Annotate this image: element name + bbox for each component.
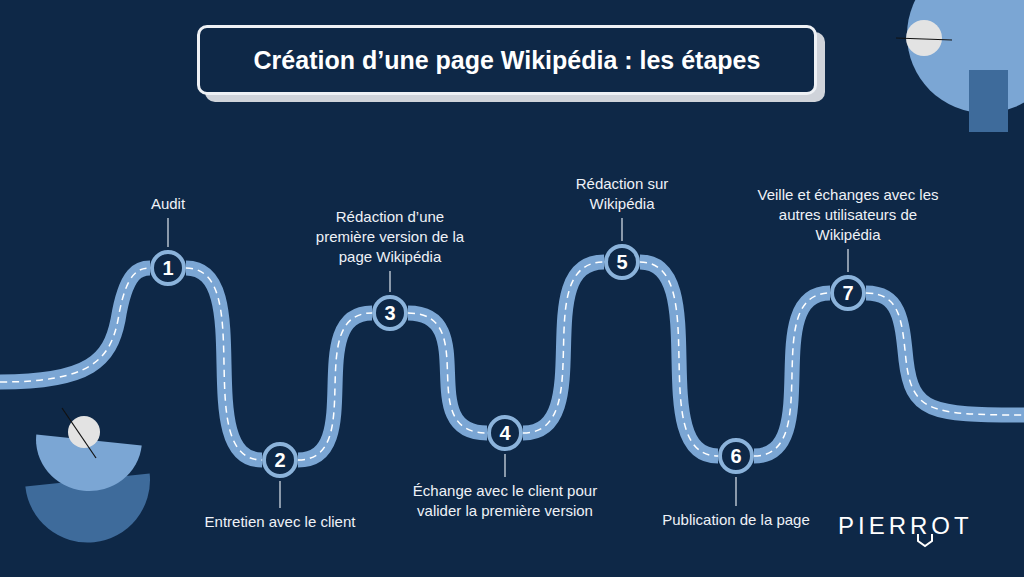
step-number: 5 — [608, 248, 636, 276]
leader-line — [735, 477, 736, 506]
step-circle: 5Rédaction sur Wikipédia — [604, 244, 640, 280]
road-connector — [523, 262, 604, 433]
leader-line — [279, 481, 280, 508]
road-connector — [640, 262, 718, 456]
deco-dot — [68, 416, 100, 448]
road — [523, 262, 604, 433]
road-dash — [298, 313, 372, 460]
leader-line — [504, 454, 505, 477]
step-number: 3 — [376, 299, 404, 327]
road-connector — [408, 313, 487, 433]
road-dash — [640, 262, 718, 456]
title: Création d’une page Wikipédia : les étap… — [254, 46, 761, 75]
step-circle: 6Publication de la page — [718, 438, 754, 474]
step-label: Veille et échanges avec les autres utili… — [748, 185, 948, 245]
road — [640, 262, 718, 456]
step-number: 2 — [266, 446, 294, 474]
deco-line — [896, 38, 952, 40]
step-label: Échange avec le client pour valider la p… — [410, 481, 600, 521]
step-circle: 4Échange avec le client pour valider la … — [487, 415, 523, 451]
leader-line — [167, 218, 168, 247]
road — [0, 268, 150, 382]
step-number: 7 — [834, 279, 862, 307]
step-label: Rédaction d’une première version de la p… — [305, 207, 475, 267]
road-dash — [408, 313, 487, 433]
step-label: Publication de la page — [636, 510, 836, 530]
road — [866, 293, 1024, 415]
road — [408, 313, 487, 433]
leader-line — [389, 271, 390, 292]
step-label: Entretien avec le client — [180, 512, 380, 532]
road — [754, 293, 830, 456]
step-number: 4 — [491, 419, 519, 447]
step-label: Rédaction sur Wikipédia — [547, 174, 697, 214]
road-dash — [866, 293, 1024, 415]
title-box: Création d’une page Wikipédia : les étap… — [197, 25, 817, 95]
road-dash — [523, 262, 604, 433]
road-connector — [298, 313, 372, 460]
road — [298, 313, 372, 460]
step-circle: 1Audit — [150, 250, 186, 286]
step-number: 1 — [154, 254, 182, 282]
road-connector — [186, 268, 262, 460]
step-circle: 7Veille et échanges avec les autres util… — [830, 275, 866, 311]
step-circle: 3Rédaction d’une première version de la … — [372, 295, 408, 331]
road-dash — [186, 268, 262, 460]
step-number: 6 — [722, 442, 750, 470]
road-connector — [754, 293, 830, 456]
road — [186, 268, 262, 460]
leader-line — [621, 218, 622, 241]
leader-line — [847, 249, 848, 272]
road-dash — [0, 268, 150, 382]
step-circle: 2Entretien avec le client — [262, 442, 298, 478]
logo-text: PIERROT — [838, 512, 973, 540]
deco-line — [62, 408, 96, 458]
deco-rect — [969, 70, 1008, 132]
road-dash — [754, 293, 830, 456]
step-label: Audit — [108, 194, 228, 214]
